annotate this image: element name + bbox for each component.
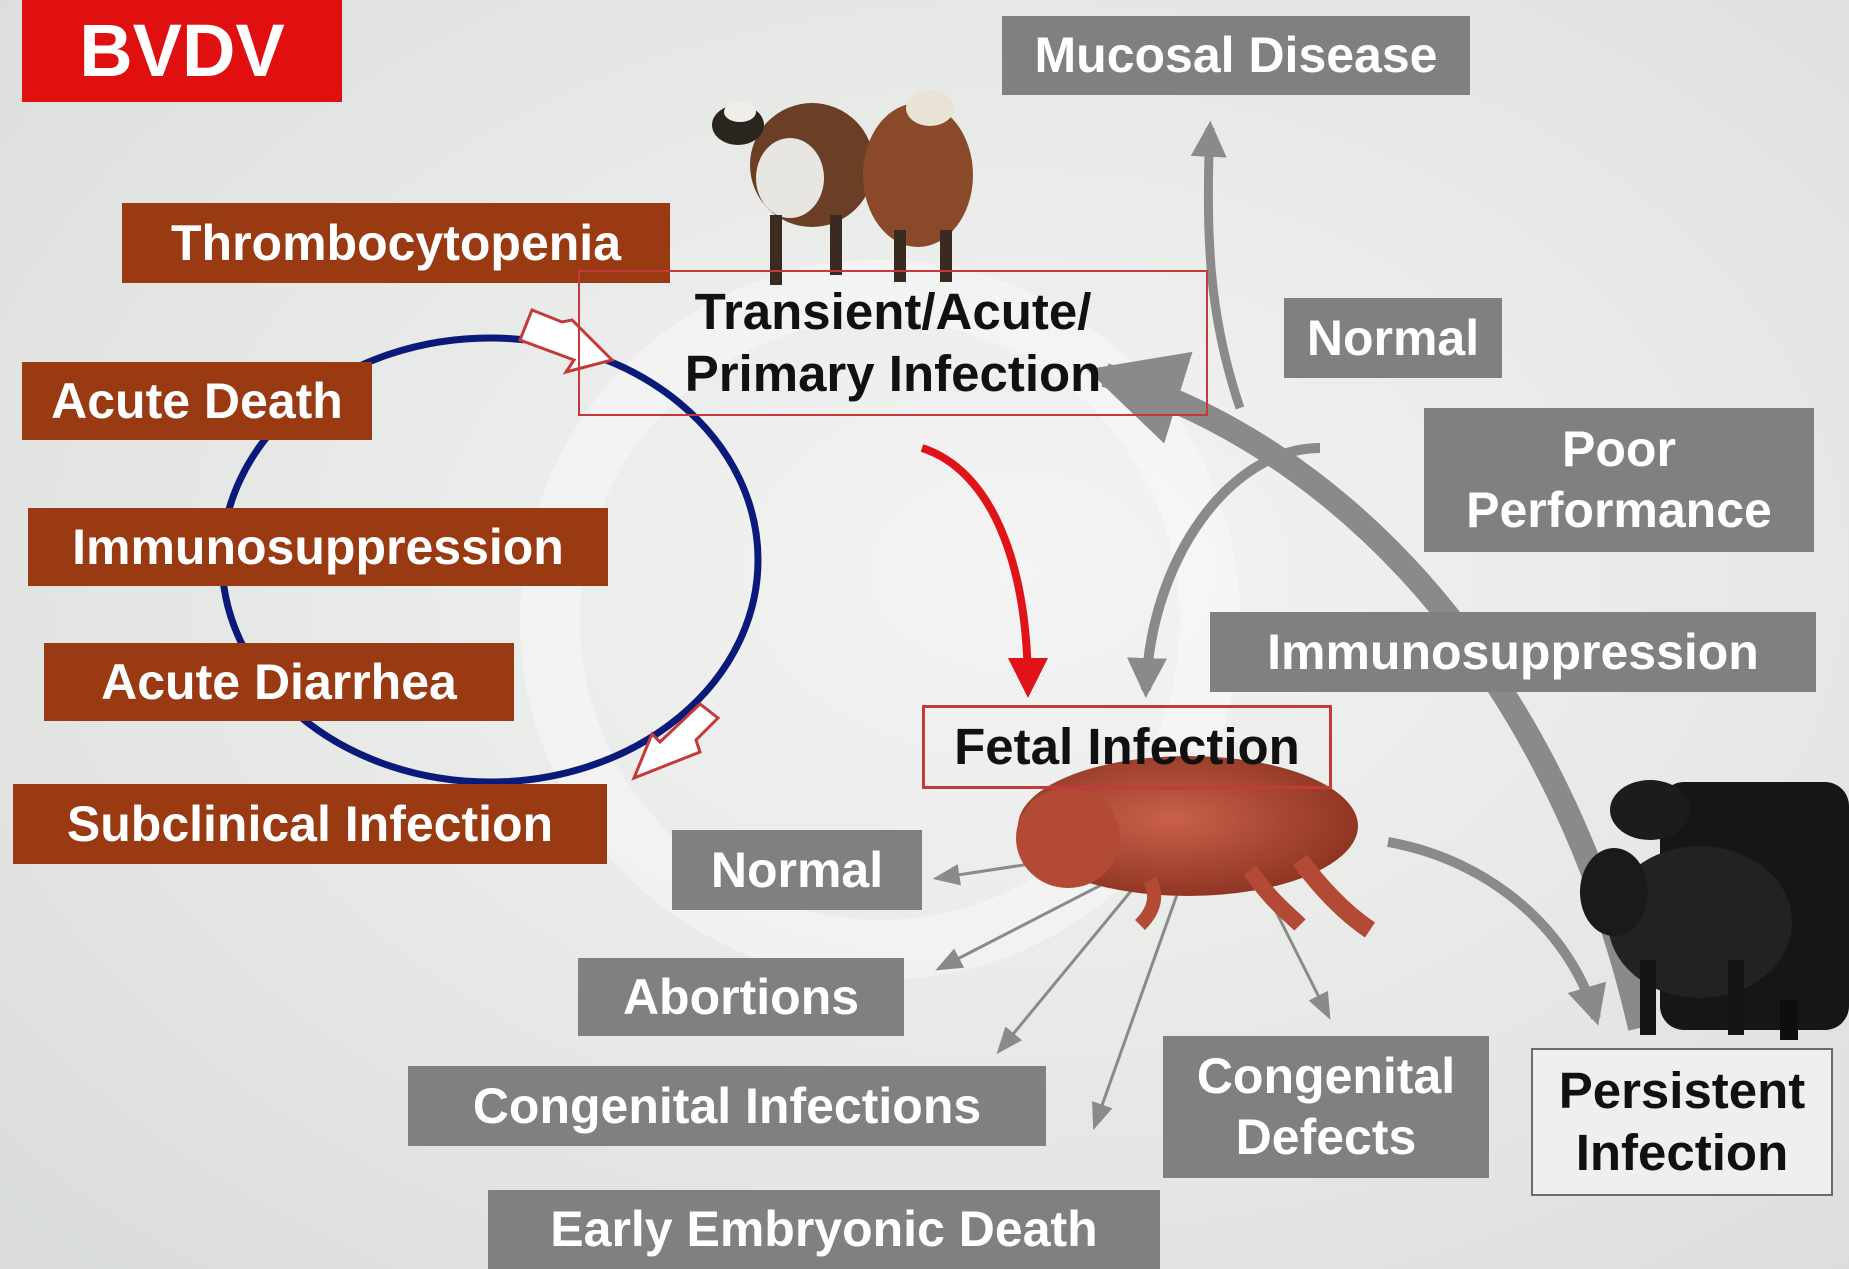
label-congenital-defects: Congenital Defects: [1163, 1036, 1489, 1178]
node-persistent-infection: Persistent Infection: [1531, 1048, 1833, 1196]
label-acute-diarrhea: Acute Diarrhea: [44, 643, 514, 721]
label-normal-pi: Normal: [1284, 298, 1502, 378]
label-subclinical-infection: Subclinical Infection: [13, 784, 607, 864]
label-mucosal-disease: Mucosal Disease: [1002, 16, 1470, 95]
label-abortions: Abortions: [578, 958, 904, 1036]
label-immunosuppression-pi: Immunosuppression: [1210, 612, 1816, 692]
label-early-embryonic-death: Early Embryonic Death: [488, 1190, 1160, 1269]
to-mucosal-arrow: [1208, 128, 1240, 408]
node-acute-infection: Transient/Acute/ Primary Infection: [578, 270, 1208, 416]
black-cattle-icon: [1580, 780, 1849, 1040]
label-normal-fetal: Normal: [672, 830, 922, 910]
cows-icon: [712, 90, 973, 285]
title-badge: BVDV: [22, 0, 342, 102]
label-immunosuppression-acute: Immunosuppression: [28, 508, 608, 586]
node-fetal-infection: Fetal Infection: [922, 705, 1332, 789]
label-poor-performance: Poor Performance: [1424, 408, 1814, 552]
acute-to-fetal-arrow: [922, 448, 1028, 690]
label-acute-death: Acute Death: [22, 362, 372, 440]
fetal-to-pi-arrow: [1388, 842, 1596, 1018]
label-congenital-infections: Congenital Infections: [408, 1066, 1046, 1146]
